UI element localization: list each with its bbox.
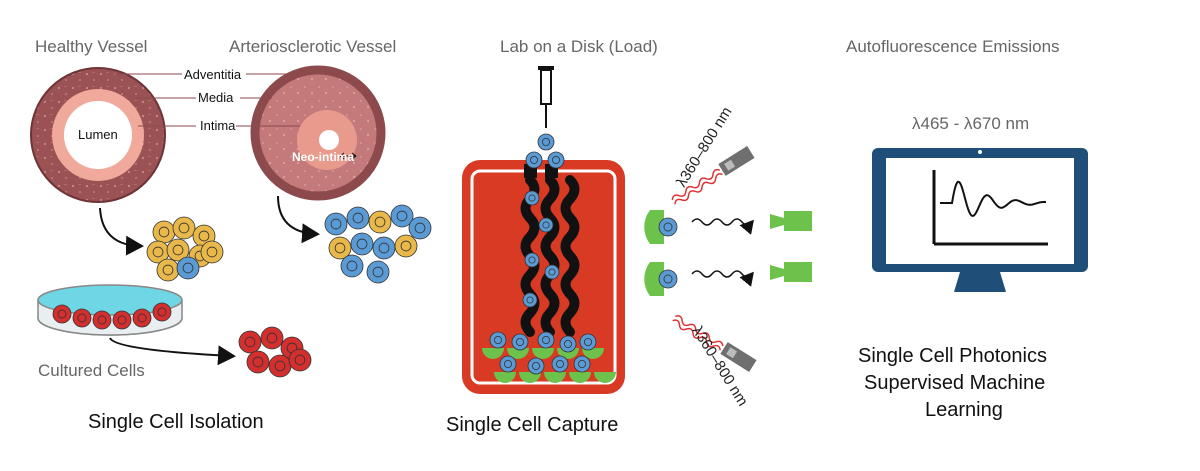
- cell: [394, 234, 418, 258]
- emission-wave-bottom: [691, 270, 754, 287]
- photonics-line-1: Single Cell Photonics: [858, 345, 1047, 367]
- monitor-icon: [872, 148, 1088, 292]
- cell: [538, 217, 554, 233]
- cell: [527, 357, 545, 375]
- cell: [172, 216, 196, 240]
- trap: [507, 348, 529, 359]
- trap: [532, 348, 554, 359]
- trap: [569, 372, 591, 383]
- dish-to-cells-arrow: [109, 337, 236, 366]
- trap: [519, 372, 541, 383]
- cell: [166, 238, 190, 262]
- emission-range-label: λ465 - λ670 nm: [912, 114, 1029, 133]
- cell: [72, 308, 92, 328]
- disk-cells: [489, 133, 597, 375]
- cell: [658, 269, 678, 289]
- cell: [238, 330, 262, 354]
- capture-traps: [482, 348, 616, 383]
- cell: [268, 354, 292, 378]
- arterio-to-cells-arrow: [277, 195, 320, 244]
- cell: [537, 133, 555, 151]
- cell: [559, 335, 577, 353]
- trap: [482, 348, 504, 359]
- cell: [551, 355, 569, 373]
- cell: [328, 236, 352, 260]
- laser-icon-bottom: [672, 315, 757, 372]
- healthy-cell-cluster: [146, 216, 224, 282]
- cell: [390, 204, 414, 228]
- cell: [579, 333, 597, 351]
- single-cell-capture-label: Single Cell Capture: [446, 414, 618, 436]
- cell: [132, 308, 152, 328]
- media-label: Media: [198, 90, 234, 105]
- adventitia-label: Adventitia: [184, 67, 242, 82]
- cell: [176, 256, 200, 280]
- excitation-lens-bottom: [644, 262, 664, 296]
- red-cell-cluster: [238, 326, 312, 378]
- cell: [522, 292, 538, 308]
- trap: [582, 348, 604, 359]
- cell: [511, 333, 529, 351]
- lumen-label: Lumen: [78, 127, 118, 142]
- cell: [52, 304, 72, 324]
- autofluorescence-title: Autofluorescence Emissions: [846, 37, 1060, 56]
- camera-icon-bottom: [770, 262, 812, 282]
- cell: [372, 236, 396, 260]
- cultured-cells-label: Cultured Cells: [38, 361, 145, 380]
- cell: [499, 355, 517, 373]
- cell: [152, 220, 176, 244]
- arterio-cell-cluster: [324, 204, 432, 284]
- arterio-vessel-cross-section: [250, 65, 386, 201]
- cell: [544, 264, 560, 280]
- healthy-vessel-cross-section: [30, 67, 166, 203]
- cell: [146, 240, 170, 264]
- excitation-lens-top: [644, 210, 664, 244]
- cell: [260, 326, 284, 350]
- cell: [658, 217, 678, 237]
- photonics-line-2: Supervised Machine: [864, 372, 1045, 394]
- cell: [350, 232, 374, 256]
- cell: [92, 310, 112, 330]
- emission-plot: [932, 170, 1048, 246]
- cultured-cell-layer: [52, 302, 172, 330]
- cell: [408, 216, 432, 240]
- cell: [324, 212, 348, 236]
- cell: [524, 190, 540, 206]
- cell: [368, 210, 392, 234]
- intima-label: Intima: [200, 118, 236, 133]
- lab-on-disk-title: Lab on a Disk (Load): [500, 37, 658, 56]
- lens-cells: [658, 217, 678, 289]
- cell: [525, 151, 543, 169]
- photonics-line-3: Learning: [925, 399, 1003, 421]
- healthy-to-cells-arrow: [99, 207, 144, 256]
- single-cell-isolation-label: Single Cell Isolation: [88, 411, 264, 433]
- cell: [340, 254, 364, 278]
- cell: [366, 260, 390, 284]
- cell: [246, 350, 270, 374]
- cell: [152, 302, 172, 322]
- cell: [547, 151, 565, 169]
- neo-intima-label: Neo-intima: [292, 150, 354, 164]
- camera-icon-top: [770, 211, 812, 231]
- cell: [537, 331, 555, 349]
- trap: [544, 372, 566, 383]
- cell: [112, 310, 132, 330]
- pipette-icon: [538, 66, 554, 128]
- cell: [524, 252, 540, 268]
- cell: [200, 240, 224, 264]
- cell: [346, 206, 370, 230]
- emission-wave-top: [691, 218, 754, 235]
- cell: [489, 331, 507, 349]
- cell: [156, 258, 180, 282]
- wavelength-label-top: λ360–800 nm: [673, 104, 736, 190]
- healthy-vessel-title: Healthy Vessel: [35, 37, 147, 56]
- trap: [594, 372, 616, 383]
- laser-icon-top: [671, 146, 755, 205]
- cell: [573, 355, 591, 373]
- cell: [288, 348, 312, 372]
- trap: [494, 372, 516, 383]
- arterio-vessel-title: Arteriosclerotic Vessel: [229, 37, 396, 56]
